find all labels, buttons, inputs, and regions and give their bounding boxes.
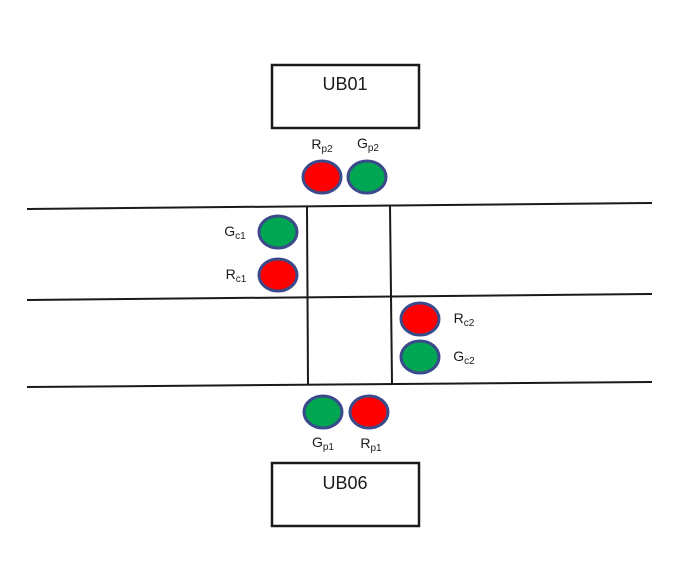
building-ub01: UB01 (270, 63, 421, 130)
label-gc2-sub: c2 (464, 356, 475, 367)
crosswalk (306, 205, 393, 386)
crosswalk-right-line (389, 205, 393, 385)
building-ub01-label: UB01 (322, 74, 367, 94)
label-gp2-letter: G (357, 135, 368, 151)
road-top-edge (26, 202, 653, 210)
pedestrian-light-gp1: Gp1 (302, 394, 344, 453)
label-rc2-letter: R (454, 310, 464, 326)
green-light-gp2 (346, 159, 388, 195)
label-rp1: Rp1 (360, 435, 382, 454)
red-light-rc1 (257, 257, 299, 293)
building-ub01-box (270, 63, 421, 130)
car-light-rc2: Rc2 (399, 301, 475, 337)
building-ub06-label: UB06 (322, 473, 367, 493)
road-center-line (26, 293, 653, 301)
label-rc2-sub: c2 (464, 318, 475, 329)
label-gp2: Gp2 (357, 135, 379, 154)
crosswalk-left-line (306, 206, 309, 386)
car-light-gc2: Gc2 (399, 339, 475, 375)
label-gc2: Gc2 (453, 348, 475, 367)
label-gc2-letter: G (453, 348, 464, 364)
pedestrian-light-gp2: Gp2 (346, 135, 388, 195)
label-gc1-letter: G (224, 223, 235, 239)
label-gp1-letter: G (312, 434, 323, 450)
car-light-gc1: Gc1 (224, 214, 299, 250)
label-gp2-sub: p2 (368, 143, 380, 154)
label-rp2-sub: p2 (322, 144, 334, 155)
red-light-rp1 (348, 394, 390, 430)
pedestrian-light-rp1: Rp1 (348, 394, 390, 454)
road-lines (26, 202, 653, 388)
building-ub06-box (270, 461, 421, 528)
green-light-gc2 (399, 339, 441, 375)
red-light-rc2 (399, 301, 441, 337)
pedestrian-light-rp2: Rp2 (301, 136, 343, 195)
car-light-rc1: Rc1 (226, 257, 299, 293)
label-rc2: Rc2 (454, 310, 475, 329)
label-rp2-letter: R (311, 136, 321, 152)
label-rc1-sub: c1 (236, 274, 247, 285)
label-rc1-letter: R (226, 266, 236, 282)
label-rp1-sub: p1 (371, 443, 383, 454)
label-gc1: Gc1 (224, 223, 246, 242)
green-light-gc1 (257, 214, 299, 250)
label-rp2: Rp2 (311, 136, 333, 155)
label-gp1-sub: p1 (323, 442, 335, 453)
label-gp1: Gp1 (312, 434, 334, 453)
red-light-rp2 (301, 159, 343, 195)
green-light-gp1 (302, 394, 344, 430)
label-gc1-sub: c1 (235, 231, 246, 242)
label-rc1: Rc1 (226, 266, 247, 285)
road-bottom-edge (26, 381, 653, 388)
label-rp1-letter: R (360, 435, 370, 451)
building-ub06: UB06 (270, 461, 421, 528)
